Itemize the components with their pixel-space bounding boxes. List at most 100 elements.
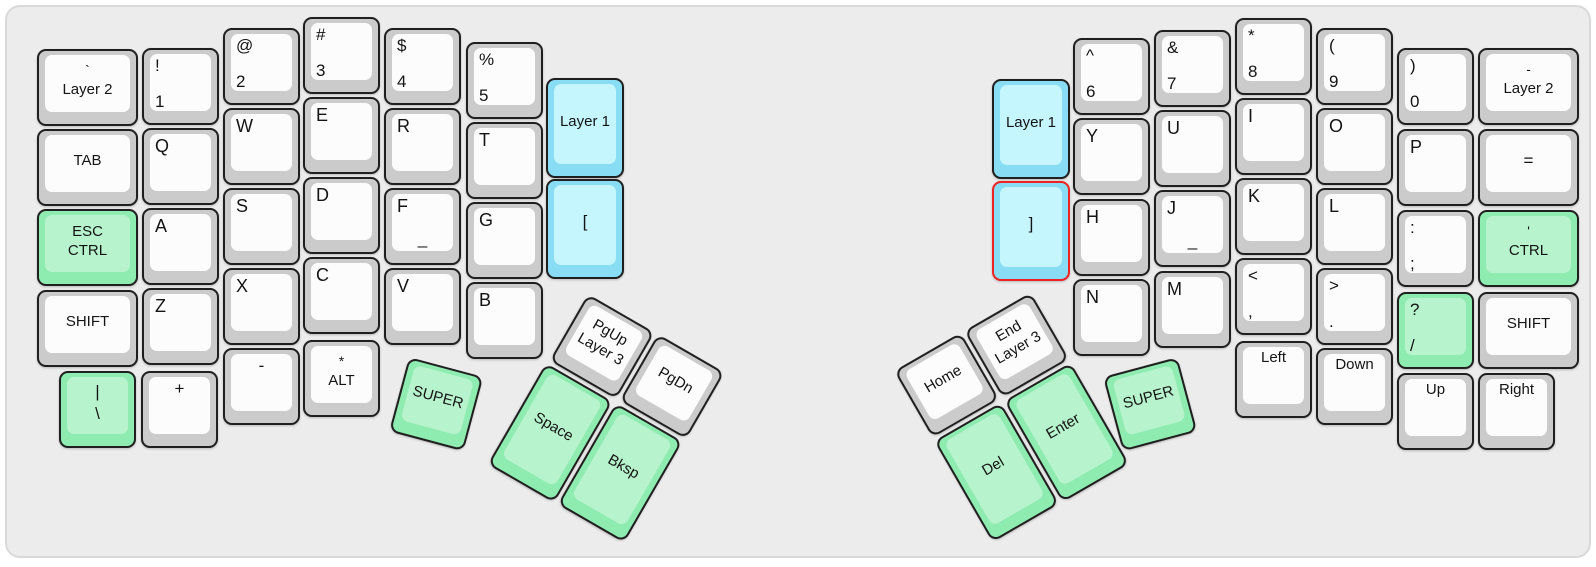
key-legend: Up (1425, 381, 1446, 398)
keycap-surface: SUPER (1112, 364, 1186, 436)
key-legend: * (1248, 26, 1255, 45)
key-m[interactable]: M (1154, 271, 1231, 348)
key-legend: Space (530, 409, 577, 446)
key-legend: S (236, 196, 249, 216)
key-d[interactable]: D (303, 177, 380, 254)
key-e[interactable]: E (303, 97, 380, 174)
key-colon-semicolon[interactable]: :; (1397, 210, 1474, 287)
keycap-surface: R (392, 114, 453, 171)
key-rbracket[interactable]: ] (992, 181, 1070, 281)
key-h[interactable]: H (1073, 199, 1150, 276)
key-super-left[interactable]: SUPER (389, 357, 484, 452)
key-legend: 9 (1329, 72, 1339, 91)
key-legend: / (1410, 336, 1415, 355)
key-pipe-backslash[interactable]: |\ (59, 371, 136, 448)
key-amp-7[interactable]: &7 (1154, 30, 1231, 107)
key-shift-left[interactable]: SHIFT (37, 290, 138, 367)
key-legend: T (479, 130, 490, 150)
keycap-surface: @2 (231, 34, 292, 91)
key-w[interactable]: W (223, 108, 300, 185)
keycap-surface: Left (1243, 347, 1304, 404)
key-rparen-0[interactable]: )0 (1397, 48, 1474, 125)
key-c[interactable]: C (303, 257, 380, 334)
key-legend: 3 (316, 61, 326, 80)
keycap-surface: - (231, 354, 292, 411)
key-grave-layer2[interactable]: `Layer 2 (37, 49, 138, 126)
key-legend: 1 (155, 92, 165, 111)
key-exclam-1[interactable]: !1 (142, 48, 219, 125)
key-layer1-right[interactable]: Layer 1 (992, 79, 1070, 179)
key-super-right[interactable]: SUPER (1103, 357, 1198, 452)
key-layer1-left[interactable]: Layer 1 (546, 78, 624, 178)
key-legend: K (1248, 186, 1261, 206)
key-legend: Left (1260, 349, 1287, 366)
key-less-comma[interactable]: <, (1235, 258, 1312, 335)
key-legend: > (1329, 276, 1339, 295)
key-a[interactable]: A (142, 208, 219, 285)
keycap-surface: C (311, 263, 372, 320)
keycap-surface: :; (1405, 216, 1466, 273)
key-f-homing[interactable]: F_ (384, 188, 461, 265)
key-equals[interactable]: = (1478, 129, 1579, 206)
key-lbracket[interactable]: [ (546, 179, 624, 279)
key-tab[interactable]: TAB (37, 129, 138, 206)
key-l[interactable]: L (1316, 188, 1393, 265)
key-v[interactable]: V (384, 268, 461, 345)
key-b[interactable]: B (466, 282, 543, 359)
key-legend: X (236, 276, 249, 296)
key-minus-layer2[interactable]: -Layer 2 (1478, 48, 1579, 125)
key-n[interactable]: N (1073, 279, 1150, 356)
keycap-surface: I (1243, 104, 1304, 161)
key-legend: [ (582, 212, 588, 232)
key-at-2[interactable]: @2 (223, 28, 300, 105)
key-r[interactable]: R (384, 108, 461, 185)
key-star-8[interactable]: *8 (1235, 18, 1312, 95)
key-lparen-9[interactable]: (9 (1316, 28, 1393, 105)
key-legend: : (1410, 218, 1415, 237)
keycap-surface: J_ (1162, 196, 1223, 253)
key-p[interactable]: P (1397, 129, 1474, 206)
key-up-arrow[interactable]: Up (1397, 373, 1474, 450)
key-legend: Layer 2 (1503, 80, 1554, 98)
keycap-surface: O (1324, 114, 1385, 171)
key-z[interactable]: Z (142, 288, 219, 365)
key-s[interactable]: S (223, 188, 300, 265)
key-caret-6[interactable]: ^6 (1073, 38, 1150, 115)
key-quote-ctrl[interactable]: 'CTRL (1478, 210, 1579, 287)
key-i[interactable]: I (1235, 98, 1312, 175)
key-legend: Down (1335, 356, 1374, 373)
key-legend: Layer 1 (1005, 113, 1057, 131)
key-x[interactable]: X (223, 268, 300, 345)
key-shift-right[interactable]: SHIFT (1478, 292, 1579, 369)
key-g[interactable]: G (466, 202, 543, 279)
key-right-arrow[interactable]: Right (1478, 373, 1555, 450)
key-legend: R (397, 116, 410, 136)
key-u[interactable]: U (1154, 110, 1231, 187)
key-minus-left[interactable]: - (223, 348, 300, 425)
key-left-arrow[interactable]: Left (1235, 341, 1312, 418)
keycap-surface: |\ (67, 377, 128, 434)
keycap-surface: Z (150, 294, 211, 351)
key-percent-5[interactable]: %5 (466, 42, 543, 119)
key-plus[interactable]: + (141, 371, 218, 448)
key-k[interactable]: K (1235, 178, 1312, 255)
key-greater-period[interactable]: >. (1316, 268, 1393, 345)
key-down-arrow[interactable]: Down (1316, 348, 1393, 425)
keycap-surface: + (149, 377, 210, 434)
key-dollar-4[interactable]: $4 (384, 28, 461, 105)
keycap-surface: Down (1324, 354, 1385, 411)
keycap-surface: PgDn (633, 343, 715, 424)
key-legend: = (1523, 150, 1534, 170)
key-t[interactable]: T (466, 122, 543, 199)
key-legend: F (397, 196, 408, 216)
key-question-slash[interactable]: ?/ (1397, 292, 1474, 369)
key-star-alt[interactable]: *ALT (303, 340, 380, 417)
key-o[interactable]: O (1316, 108, 1393, 185)
key-hash-3[interactable]: #3 (303, 17, 380, 94)
keycap-surface: ] (1000, 187, 1062, 267)
key-y[interactable]: Y (1073, 118, 1150, 195)
key-q[interactable]: Q (142, 128, 219, 205)
key-j-homing[interactable]: J_ (1154, 190, 1231, 267)
key-legend: Z (155, 296, 166, 316)
